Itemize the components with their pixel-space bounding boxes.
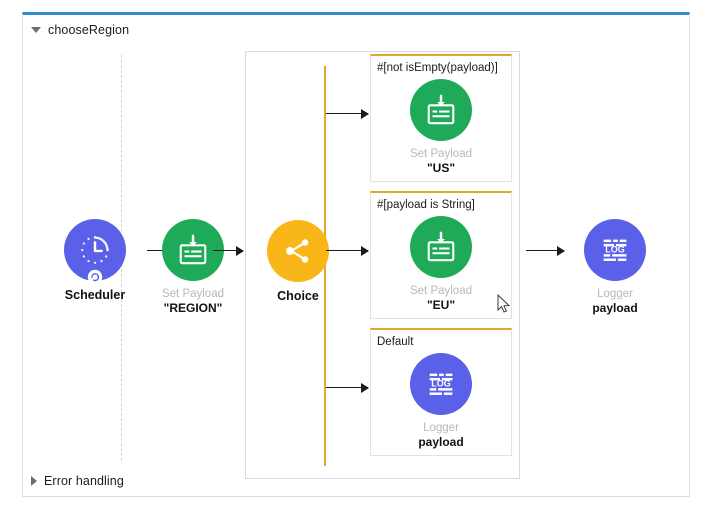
choice-scope-container: Choice #[not isEmpty(payload)] — [245, 51, 520, 479]
flow-canvas: Scheduler Set Payload "REGION" — [23, 41, 689, 479]
branch-3-node-name: payload — [418, 435, 464, 449]
branch-2-condition: #[payload is String] — [377, 199, 475, 211]
branch-3-condition: Default — [377, 336, 414, 348]
error-handling-section[interactable]: Error handling — [23, 468, 689, 494]
branch-2[interactable]: #[payload is String] Set Payload — [370, 191, 512, 319]
set-payload-icon — [179, 234, 207, 265]
branch-3[interactable]: Default — [370, 328, 512, 456]
branch-1[interactable]: #[not isEmpty(payload)] Set Payload — [370, 54, 512, 182]
choice-branch-icon — [286, 239, 309, 263]
branch-1-circle[interactable] — [410, 79, 472, 141]
branch-2-circle[interactable] — [410, 216, 472, 278]
svg-text:LOG: LOG — [605, 244, 624, 254]
flow-panel: chooseRegion — [22, 12, 690, 497]
branch-3-node[interactable]: LOG Logger payload — [371, 353, 511, 450]
connector-choice-to-branch-3 — [326, 383, 369, 393]
connector-setpayload-to-choice — [213, 246, 244, 256]
logger-type: Logger — [597, 288, 633, 300]
triangle-right-icon[interactable] — [31, 476, 37, 486]
branch-2-node-type: Set Payload — [409, 285, 472, 297]
set-payload-name: "REGION" — [163, 301, 223, 315]
clock-icon — [80, 235, 110, 265]
branch-2-node[interactable]: Set Payload "EU" — [371, 216, 511, 313]
branch-1-node-name: "US" — [426, 161, 456, 175]
branch-3-circle[interactable]: LOG — [410, 353, 472, 415]
branch-3-node-type: Logger — [423, 422, 459, 434]
logger-circle[interactable]: LOG — [584, 219, 646, 281]
flow-header[interactable]: chooseRegion — [23, 17, 689, 43]
choice-circle[interactable] — [267, 220, 329, 282]
scheduler-circle[interactable] — [64, 219, 126, 285]
branch-1-node-type: Set Payload — [409, 148, 472, 160]
branch-1-condition: #[not isEmpty(payload)] — [377, 62, 498, 74]
refresh-badge-icon — [87, 269, 103, 285]
connector-choice-to-branch-2 — [326, 246, 369, 256]
svg-text:LOG: LOG — [431, 378, 450, 388]
flow-title: chooseRegion — [48, 23, 130, 37]
branch-2-node-name: "EU" — [426, 298, 456, 312]
node-set-payload-region[interactable]: Set Payload "REGION" — [147, 219, 239, 316]
set-payload-type: Set Payload — [161, 288, 224, 300]
log-icon: LOG — [603, 239, 627, 261]
node-logger-out[interactable]: LOG Logger payload — [569, 219, 661, 316]
scheduler-name: Scheduler — [64, 288, 126, 302]
node-choice[interactable]: Choice — [252, 220, 344, 303]
logger-name: payload — [592, 301, 638, 315]
branch-1-node[interactable]: Set Payload "US" — [371, 79, 511, 176]
triangle-down-icon[interactable] — [31, 27, 41, 33]
log-icon: LOG — [429, 373, 453, 395]
connector-choice-to-branch-1 — [326, 109, 369, 119]
set-payload-icon — [427, 231, 455, 262]
choice-name: Choice — [277, 289, 319, 303]
error-handling-title: Error handling — [44, 474, 124, 488]
set-payload-icon — [427, 94, 455, 125]
node-scheduler[interactable]: Scheduler — [49, 219, 141, 302]
connector-choice-to-logger — [526, 246, 565, 256]
